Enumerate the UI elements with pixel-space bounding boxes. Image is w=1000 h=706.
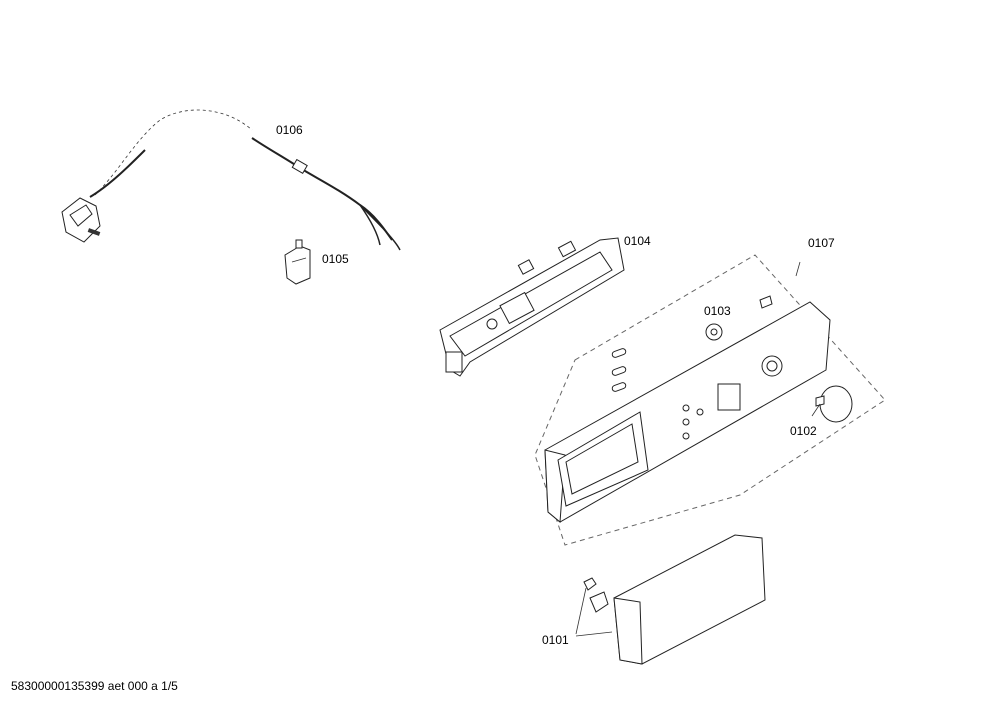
label-0104: 0104 <box>624 234 651 248</box>
control-module-0104 <box>439 237 625 377</box>
drawer-handle-0101 <box>575 534 766 665</box>
label-0101: 0101 <box>542 633 569 647</box>
panel-group-outline-0107 <box>534 254 886 546</box>
label-0105: 0105 <box>322 252 349 266</box>
power-cord-0106 <box>61 109 401 251</box>
control-panel-0107 <box>544 261 831 524</box>
small-knob-0103 <box>705 323 723 341</box>
label-0102: 0102 <box>790 424 817 438</box>
label-0106: 0106 <box>276 123 303 137</box>
clip-0105 <box>284 239 311 285</box>
label-0107: 0107 <box>808 236 835 250</box>
program-knob-0102 <box>811 385 853 423</box>
document-reference: 58300000135399 aet 000 a 1/5 <box>11 679 178 693</box>
label-0103: 0103 <box>704 304 731 318</box>
